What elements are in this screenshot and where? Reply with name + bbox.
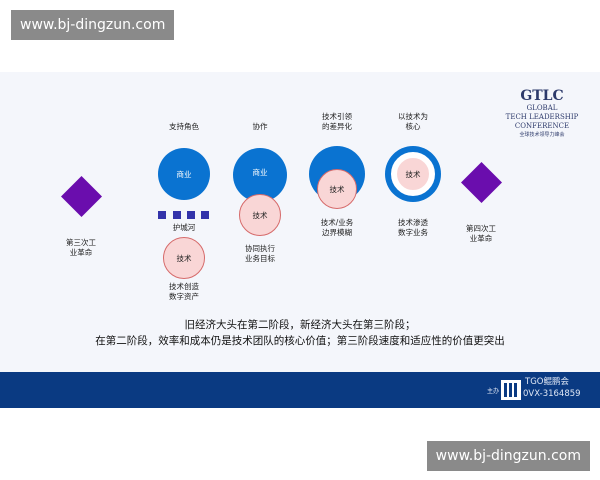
logo-abbr: GTLC	[520, 88, 564, 104]
fourth-revolution-diamond	[460, 161, 503, 204]
footer-bar: 主办 TGO鲲鹏会 0VX-3164859	[0, 372, 600, 408]
stage3-bottom-label: 技术/业务 边界模糊	[320, 218, 354, 237]
stage1-business-circle: 商业	[158, 148, 210, 200]
stage1-tech-circle: 技术	[163, 237, 205, 279]
watermark-top: www.bj-dingzun.com	[11, 10, 175, 40]
stage2-bottom-label: 协同执行 业务目标	[245, 244, 275, 263]
moat-square	[201, 211, 209, 219]
footer-brand: TGO鲲鹏会	[525, 377, 569, 387]
caption-line2: 在第二阶段，效率和成本仍是技术团队的核心价值；第三阶段速度和适应性的价值更突出	[95, 335, 505, 347]
third-revolution-diamond	[60, 175, 103, 218]
stage2-top-label: 协作	[252, 122, 268, 131]
footer-host: 主办	[487, 388, 500, 395]
logo-line1: GLOBAL	[526, 104, 558, 112]
gtlc-logo: GTLC GLOBAL TECH LEADERSHIP CONFERENCE 全…	[494, 88, 590, 139]
fourth-revolution-label: 第四次工 业革命	[466, 224, 496, 243]
slide: GTLC GLOBAL TECH LEADERSHIP CONFERENCE 全…	[0, 72, 600, 408]
footer-id: 0VX-3164859	[523, 389, 581, 399]
stage4-top-label: 以技术为 核心	[398, 112, 428, 131]
stage4-tech-circle: 技术	[391, 152, 435, 196]
caption-line1: 旧经济大头在第二阶段，新经济大头在第三阶段；	[184, 319, 416, 331]
stage2-tech-circle: 技术	[239, 194, 281, 236]
third-revolution-label: 第三次工 业革命	[66, 238, 96, 257]
stage1-top-label: 支持角色	[169, 122, 199, 131]
qr-code-icon	[500, 379, 522, 401]
moat-square	[158, 211, 166, 219]
stage2-business-circle: 商业	[233, 148, 287, 202]
logo-line2: TECH LEADERSHIP	[505, 113, 579, 121]
stage3-top-label: 技术引领 的差异化	[322, 112, 352, 131]
watermark-bottom: www.bj-dingzun.com	[426, 441, 590, 471]
moat-square	[187, 211, 195, 219]
moat-square	[173, 211, 181, 219]
stage3-tech-circle: 技术	[317, 169, 357, 209]
stage4-bottom-label: 技术渗透 数字业务	[398, 218, 428, 237]
logo-line3: CONFERENCE	[514, 122, 570, 130]
logo-subtitle: 全球技术领导力峰会	[519, 132, 565, 138]
stage1-bottom-label: 技术创造 数字资产	[169, 282, 199, 301]
moat-label: 护城河	[172, 223, 196, 232]
stage2-business-label: 商业	[252, 168, 268, 177]
